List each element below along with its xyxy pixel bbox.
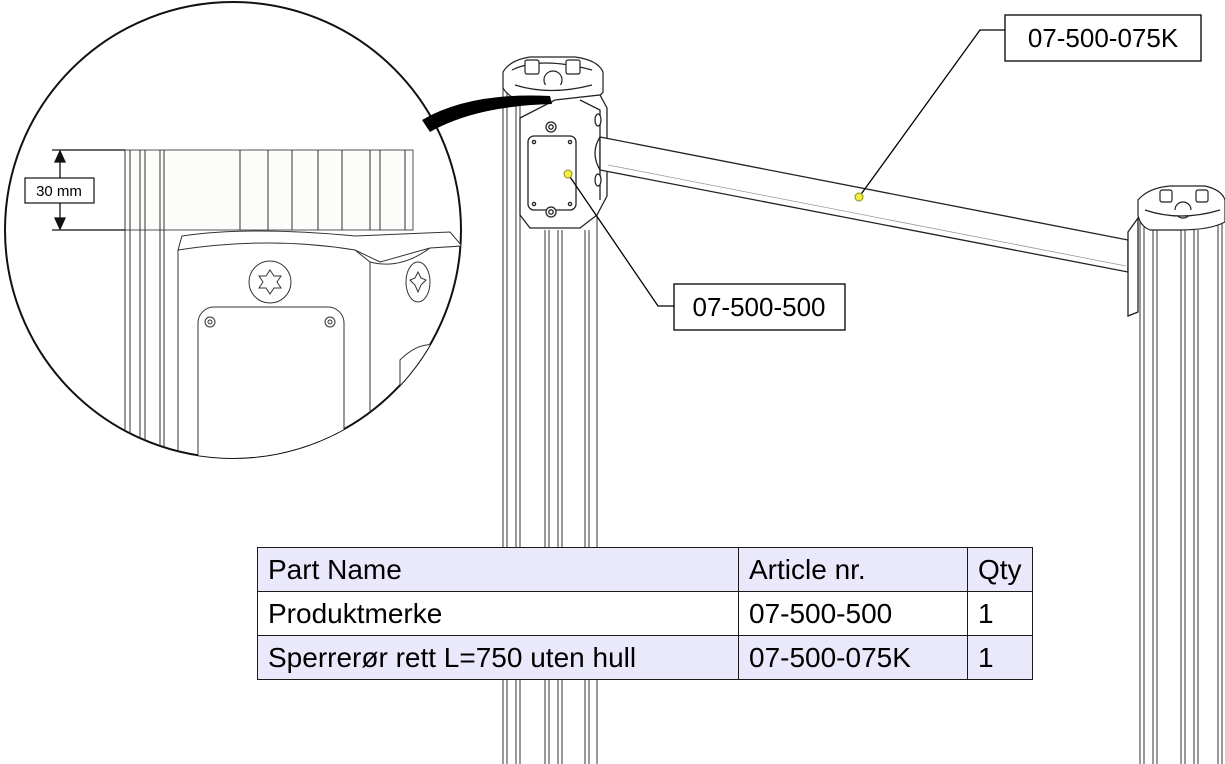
callout-plate-dot bbox=[563, 169, 573, 179]
callout-bar-dot bbox=[854, 192, 864, 202]
bom-cell-article: 07-500-075K bbox=[738, 635, 968, 680]
post-clamp bbox=[519, 94, 608, 229]
detail-view bbox=[4, 1, 462, 459]
bom-cell-article: 07-500-500 bbox=[738, 591, 968, 636]
barrier-bar bbox=[594, 136, 1129, 273]
bom-table: Part Name Article nr. Qty Produktmerke 0… bbox=[257, 547, 1033, 680]
left-post-cap bbox=[502, 56, 604, 103]
dimension-label: 30 mm bbox=[36, 183, 82, 200]
bom-header-article: Article nr. bbox=[738, 547, 968, 592]
bom-cell-qty: 1 bbox=[967, 635, 1033, 680]
detail-leader bbox=[422, 95, 552, 132]
table-row: Sperrerør rett L=750 uten hull 07-500-07… bbox=[257, 635, 1033, 680]
bom-cell-part-name: Sperrerør rett L=750 uten hull bbox=[257, 635, 739, 680]
bom-header-part-name: Part Name bbox=[257, 547, 739, 592]
callout-plate-label: 07-500-500 bbox=[693, 292, 826, 322]
table-row: Produktmerke 07-500-500 1 bbox=[257, 591, 1033, 636]
bom-header-qty: Qty bbox=[967, 547, 1033, 592]
bom-cell-qty: 1 bbox=[967, 591, 1033, 636]
bom-header-row: Part Name Article nr. Qty bbox=[257, 547, 1033, 592]
dimension-30mm bbox=[52, 149, 125, 231]
dimension-label-box bbox=[24, 177, 95, 204]
right-post-cap bbox=[1137, 185, 1225, 231]
right-clamp bbox=[1127, 215, 1139, 317]
bom-cell-part-name: Produktmerke bbox=[257, 591, 739, 636]
right-post bbox=[1139, 215, 1223, 764]
callout-bar: 07-500-075K bbox=[854, 14, 1202, 202]
callout-bar-label: 07-500-075K bbox=[1028, 23, 1179, 53]
callout-label-plate: 07-500-500 bbox=[563, 169, 846, 331]
